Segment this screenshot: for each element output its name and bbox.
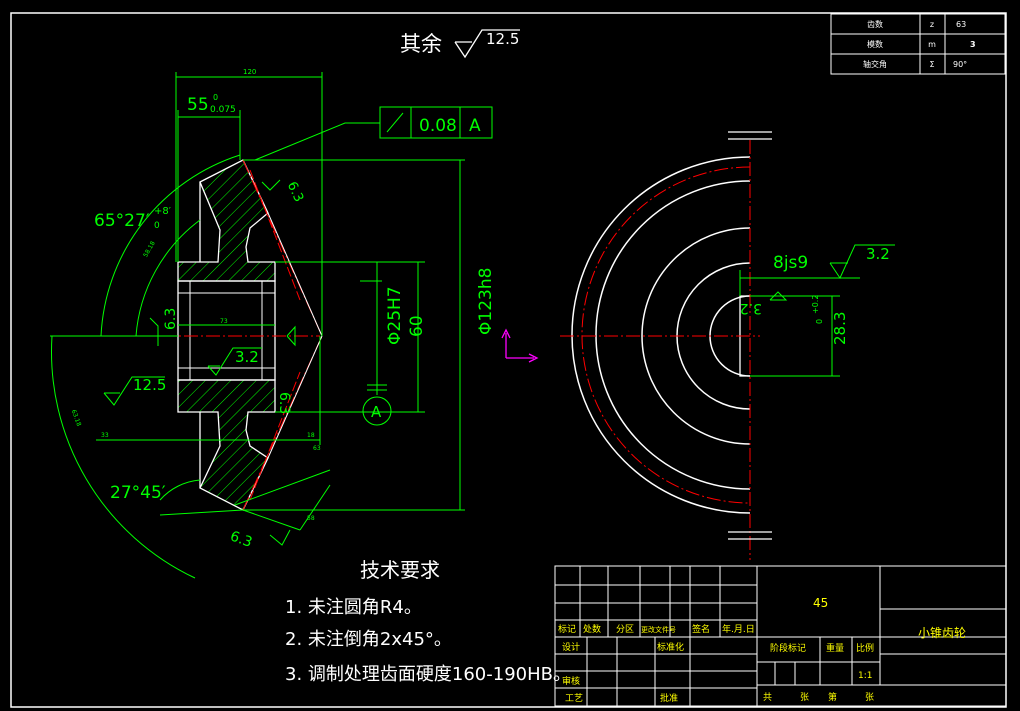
side-view (560, 131, 772, 560)
rough-left: 6.3 (163, 308, 179, 330)
keyway-side-rough: 3.2 (740, 300, 762, 316)
rough-bottom: 6.3 (276, 392, 292, 414)
surface-note-label: 其余 (400, 32, 442, 56)
tb-scale: 1:1 (858, 671, 872, 681)
tb-weight: 重量 (826, 642, 844, 654)
dim-outer-dia: Φ123h8 (476, 268, 496, 335)
param-value-0: 63 (956, 20, 966, 29)
rough-face: 6.3 (284, 179, 306, 204)
back-angle: 27°45′ (110, 483, 166, 503)
title-block (554, 565, 1007, 707)
tb-sheet-unit: 张 (800, 692, 809, 703)
tb-standard: 标准化 (657, 641, 684, 653)
keyway-depth-tol-lower: 0 (815, 319, 824, 324)
param-table-text: 齿数 z 63 模数 m 3 轴交角 Σ 90° (863, 19, 976, 69)
dim-hub-len: 73 (220, 318, 228, 325)
tech-req-title: 技术要求 (360, 558, 440, 582)
tech-req-item-1: 1. 未注圆角R4。 (285, 597, 422, 618)
dim-total-width: 120 (243, 68, 256, 76)
surface-note-value: 12.5 (486, 30, 519, 48)
param-value-2: 90° (953, 60, 967, 69)
tech-req-item-3: 3. 调制处理齿面硬度160-190HB。 (285, 664, 571, 685)
ucs-icon (501, 328, 539, 363)
tech-req-item-2: 2. 未注倒角2x45°。 (285, 629, 452, 650)
tb-part-name: 小锥齿轮 (918, 626, 966, 640)
dim-e: 63 (313, 445, 321, 452)
cone-angle-tol-lower: 0 (154, 221, 160, 231)
tb-sheet-unit2: 张 (865, 692, 874, 703)
param-symbol-1: m (928, 40, 936, 49)
tb-sheet-no: 第 (828, 691, 837, 703)
lower-section (177, 379, 276, 511)
rough-bore: 3.2 (235, 348, 259, 366)
keyway-depth: 28.3 (831, 312, 849, 345)
front-view (140, 159, 323, 511)
tb-stage-mark: 阶段标记 (770, 642, 806, 654)
dim-hub-tol: 0.075 (210, 105, 236, 115)
side-dimension-text: 8js9 3.2 3.2 28.3 +0.2 0 (740, 245, 890, 345)
tech-requirements: 技术要求 1. 未注圆角R4。 2. 未注倒角2x45°。 3. 调制处理齿面硬… (285, 558, 571, 685)
dim-bore: Φ25H7 (385, 286, 405, 345)
tb-design: 设计 (562, 641, 580, 653)
keyway-width: 8js9 (773, 253, 808, 273)
tb-ratio: 比例 (856, 642, 874, 654)
tb-review: 审核 (562, 675, 580, 687)
param-symbol-2: Σ (929, 60, 934, 69)
title-block-text: 标记 处数 分区 更改文件号 签名 年.月.日 设计 标准化 审核 工艺 批准 … (558, 596, 966, 704)
dim-slant: 58 (307, 515, 315, 522)
dim-hub: 55 (187, 95, 209, 115)
tb-header-0: 标记 (558, 623, 576, 635)
tb-material: 45 (813, 596, 828, 610)
front-dimensions (50, 72, 493, 579)
param-value-1: 3 (970, 40, 976, 49)
dim-arc-b: 63.18 (70, 409, 83, 428)
dim-hub-dia: 60 (407, 315, 427, 337)
param-name-0: 齿数 (867, 19, 883, 29)
front-dimension-text: 120 55 0 0.075 0.08 A 65°27′ +8′ 0 27°45… (70, 68, 496, 551)
datum-label: A (371, 403, 382, 421)
tol-frame-value: 0.08 (419, 116, 457, 136)
tb-header-1: 处数 (583, 623, 601, 635)
dim-left: 33 (101, 432, 109, 439)
keyway-rough: 3.2 (866, 245, 890, 263)
tb-header-2: 分区 (616, 624, 634, 635)
param-symbol-0: z (930, 20, 934, 29)
tb-total: 共 (763, 692, 772, 703)
cone-angle: 65°27′ (94, 211, 150, 231)
tol-frame-datum: A (469, 116, 481, 136)
surface-note: 其余 12.5 (400, 29, 520, 59)
cone-angle-tol: +8′ (154, 206, 172, 217)
drawing-border (10, 12, 1007, 708)
keyway-depth-tol: +0.2 (811, 295, 820, 314)
tb-header-4: 签名 (692, 623, 710, 635)
bore-outline (177, 280, 276, 381)
dim-arc-a: 58.18 (142, 240, 157, 259)
param-name-2: 轴交角 (863, 59, 887, 69)
dim-hub-tol-upper: 0 (213, 93, 218, 102)
rough-back: 6.3 (228, 528, 254, 551)
tb-header-3: 更改文件号 (641, 625, 676, 634)
dim-right: 18 (307, 432, 315, 439)
tb-header-5: 年.月.日 (722, 623, 755, 635)
tb-approve: 批准 (660, 692, 678, 704)
param-table (830, 13, 1006, 75)
param-name-1: 模数 (867, 39, 883, 49)
upper-section (177, 159, 276, 282)
side-dimensions (739, 244, 895, 377)
tb-process: 工艺 (565, 693, 583, 704)
rough-hub: 12.5 (133, 376, 166, 394)
